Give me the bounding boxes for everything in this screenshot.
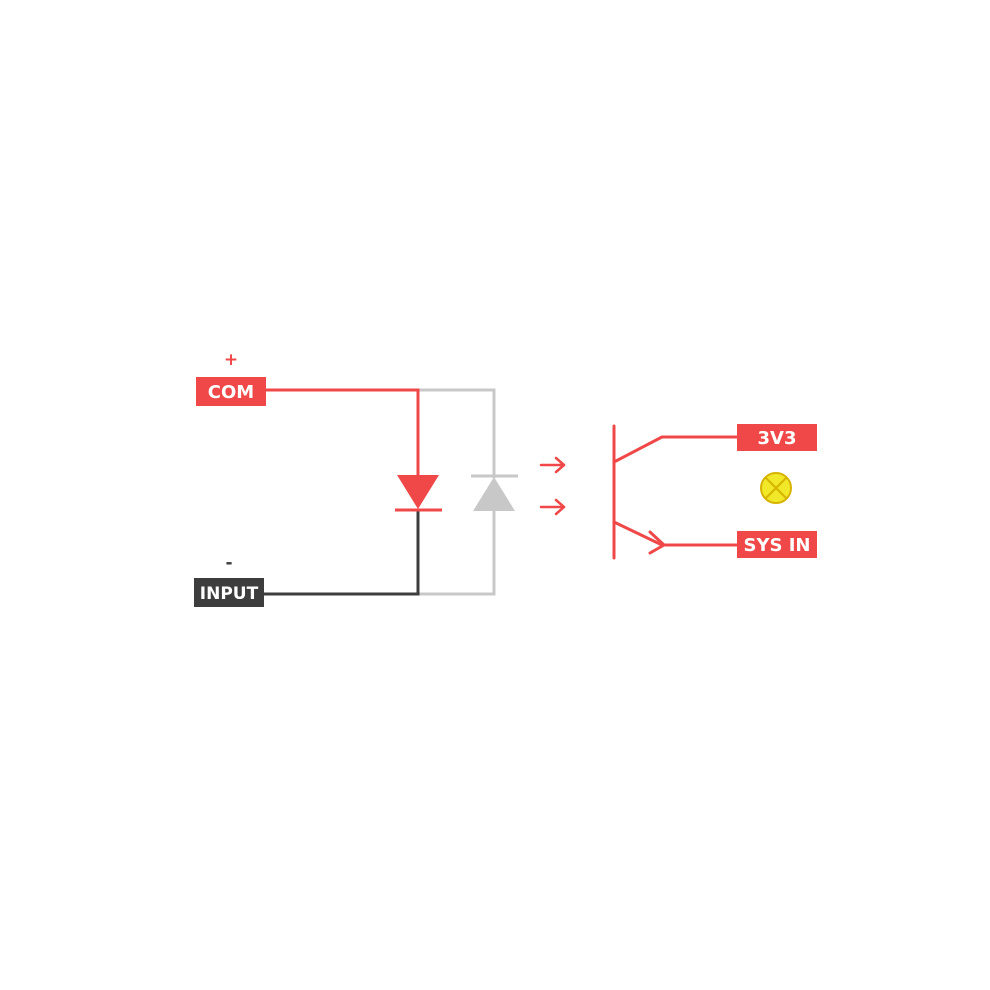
collector-lead bbox=[612, 435, 742, 464]
inactive-top-wire bbox=[418, 388, 496, 478]
com-polarity-sign: + bbox=[224, 350, 238, 370]
v33-label-box bbox=[737, 424, 817, 451]
emitter-lead bbox=[612, 520, 742, 547]
light-arrow-lower-icon bbox=[539, 498, 566, 516]
com-label: COM bbox=[208, 382, 254, 403]
emitter-arrow-icon bbox=[648, 530, 666, 555]
com-terminal: + COM bbox=[196, 350, 266, 406]
sys-in-label: SYS IN bbox=[744, 535, 811, 556]
input-terminal: - INPUT bbox=[194, 553, 264, 607]
com-label-box bbox=[196, 377, 266, 406]
sys-in-label-box bbox=[737, 531, 817, 558]
active-led-diode-icon bbox=[395, 475, 442, 512]
input-polarity-sign: - bbox=[225, 553, 232, 573]
inactive-bottom-wire bbox=[418, 510, 496, 596]
inactive-branch-wires bbox=[418, 388, 496, 596]
v33-label: 3V3 bbox=[758, 428, 797, 449]
input-wire bbox=[262, 510, 420, 596]
light-emission-arrows bbox=[539, 456, 566, 516]
phototransistor-icon bbox=[612, 424, 742, 560]
lamp-indicator-icon bbox=[760, 472, 792, 504]
v33-terminal: 3V3 bbox=[737, 424, 817, 451]
sys-in-terminal: SYS IN bbox=[737, 531, 817, 558]
input-label-box bbox=[194, 578, 264, 607]
input-label: INPUT bbox=[200, 584, 259, 604]
com-wire bbox=[262, 388, 420, 480]
light-arrow-upper-icon bbox=[539, 456, 566, 474]
inactive-led-diode-icon bbox=[471, 474, 518, 511]
